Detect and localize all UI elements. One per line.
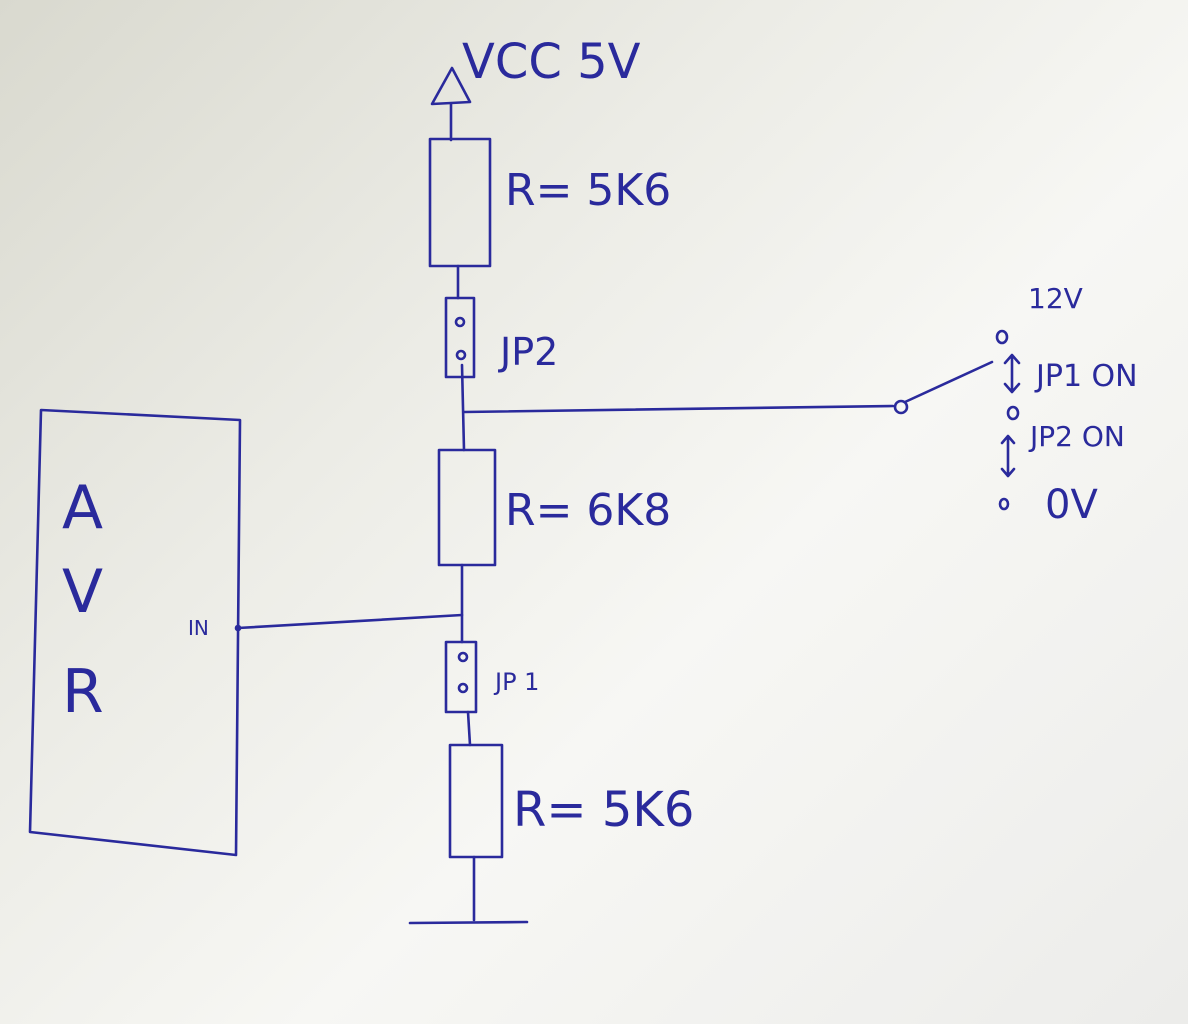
selector-12v-label: 12V xyxy=(1028,282,1083,315)
vcc-label: VCC 5V xyxy=(462,34,641,90)
wire-jp1-r3 xyxy=(466,710,472,747)
arrow-jp2-icon xyxy=(1000,434,1016,478)
switch-contact-12v xyxy=(995,329,1009,345)
jumper-jp2 xyxy=(444,296,476,379)
jp1-label: JP 1 xyxy=(493,668,539,696)
wire-jp2-r2 xyxy=(460,363,466,452)
ground-icon xyxy=(408,920,529,925)
avr-in-pin xyxy=(234,624,242,632)
jp2-label: JP2 xyxy=(498,330,558,374)
avr-letter-r: R xyxy=(62,657,104,727)
jp2-pin-bottom xyxy=(455,349,467,361)
resistor-middle-label: R= 6K8 xyxy=(505,485,671,536)
resistor-bottom-label: R= 5K6 xyxy=(513,782,694,838)
avr-letter-v: V xyxy=(62,557,103,627)
switch-contact-0v xyxy=(998,497,1010,511)
jp1-pin-bottom xyxy=(457,682,469,694)
resistor-top-label: R= 5K6 xyxy=(505,165,671,216)
selector-0v-label: 0V xyxy=(1045,482,1098,528)
resistor-bottom xyxy=(448,743,504,859)
wire-node-to-avr xyxy=(236,613,464,630)
arrow-jp1-icon xyxy=(1003,353,1021,394)
resistor-top xyxy=(428,137,492,268)
selector-jp1-label: JP1 ON xyxy=(1034,359,1138,394)
selector-jp2-label: JP2 ON xyxy=(1028,420,1125,453)
switch-icon xyxy=(893,399,909,415)
avr-letter-a: A xyxy=(62,473,103,543)
jp2-pin-top xyxy=(454,316,466,328)
resistor-middle xyxy=(437,448,497,567)
switch-contact-mid xyxy=(1006,405,1020,421)
jumper-jp1 xyxy=(444,640,478,714)
avr-in-label: IN xyxy=(188,616,209,640)
jp1-pin-top xyxy=(457,651,469,663)
wire-node-to-switch xyxy=(462,404,895,414)
avr-chip-box xyxy=(28,408,242,857)
switch-lever xyxy=(903,360,994,404)
